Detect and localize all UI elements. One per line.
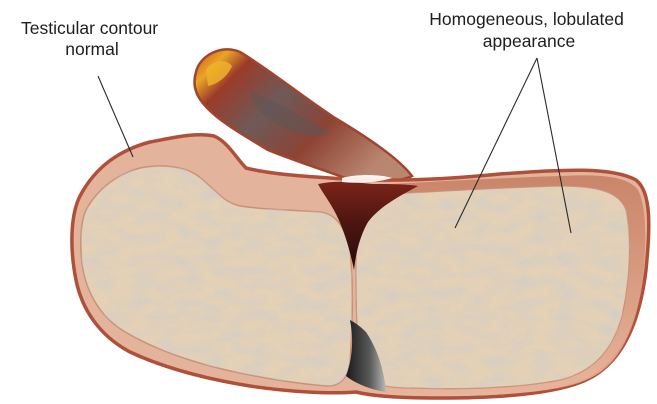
svg-text:Testicular contour norma: Testicular contour normal [21,18,163,59]
svg-text:Homogeneous, lobulated a: Homogeneous, lobulated appearance [429,9,628,51]
label-homogeneous-line2: appearance [483,31,575,51]
label-homogeneous-lobulated: Homogeneous, lobulated appearance [429,9,628,51]
leader-line-contour [98,76,133,157]
label-homogeneous-line1: Homogeneous, lobulated [429,9,624,29]
label-testicular-contour-line2: normal [65,39,119,59]
label-testicular-contour-line1: Testicular contour [21,18,158,38]
right-lobe [356,186,629,389]
label-testicular-contour: Testicular contour normal [21,18,163,59]
